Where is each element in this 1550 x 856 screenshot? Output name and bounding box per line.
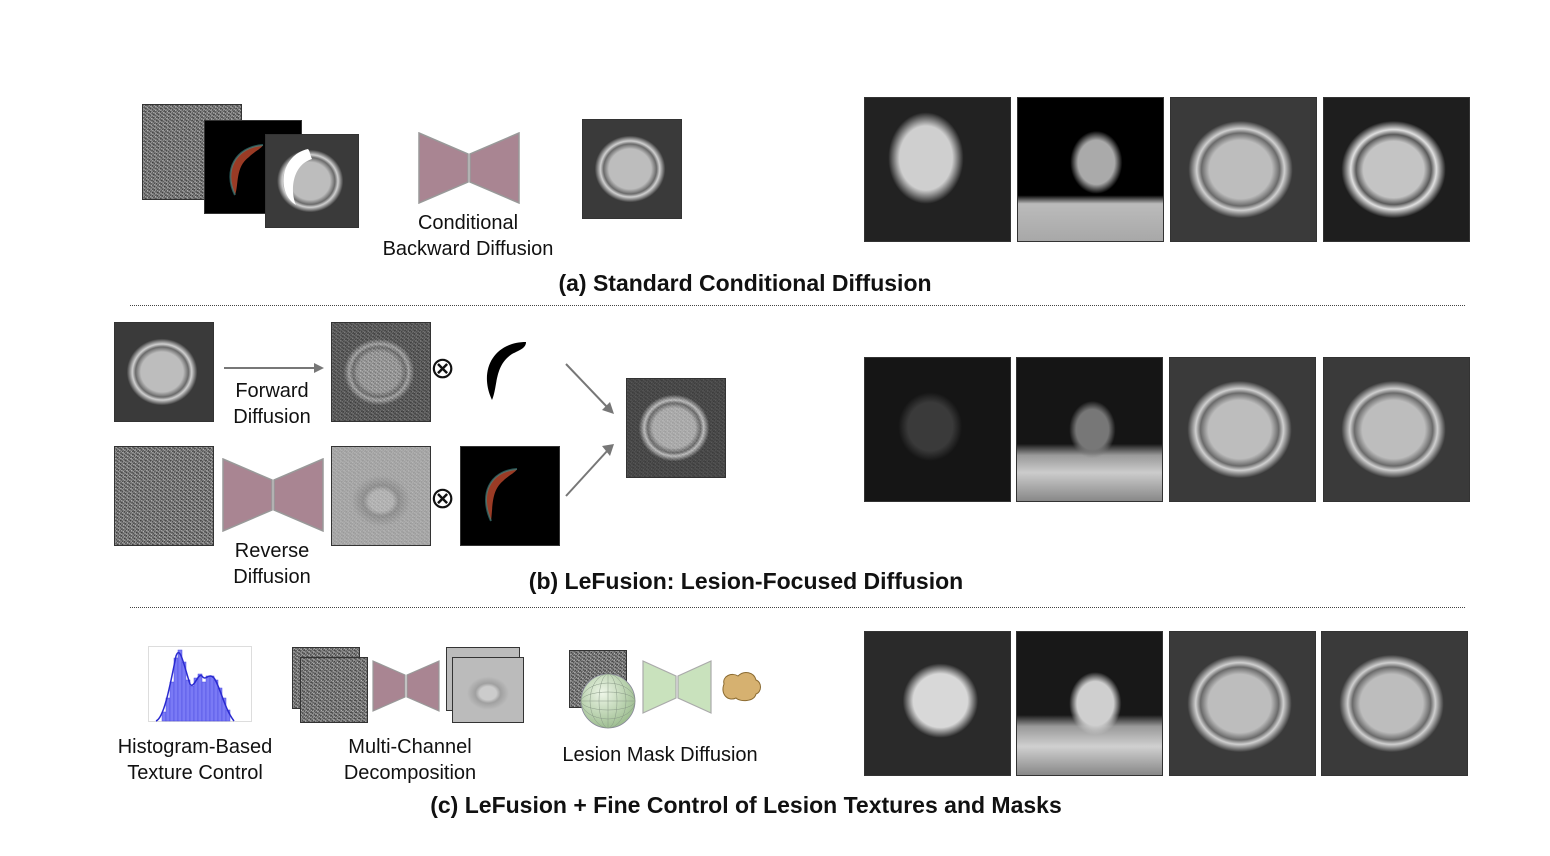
result-image-11 bbox=[1169, 631, 1316, 776]
panel-b-title: (b) LeFusion: Lesion-Focused Diffusion bbox=[528, 568, 964, 594]
reverse-noise-image bbox=[114, 446, 214, 546]
white-mask-overlay-icon bbox=[283, 149, 312, 205]
merged-output-image bbox=[626, 378, 726, 478]
mesh-sphere-icon bbox=[580, 673, 636, 729]
multichannel-label-line1: Multi-Channel bbox=[348, 736, 472, 758]
multichannel-unet-icon bbox=[372, 660, 440, 712]
noised-mri-image bbox=[331, 322, 431, 422]
output-image bbox=[582, 119, 682, 219]
otimes-symbol-bottom: ⊗ bbox=[430, 482, 456, 515]
otimes-symbol-top: ⊗ bbox=[430, 352, 456, 385]
histogram-icon bbox=[148, 646, 252, 722]
colored-lesion-icon bbox=[485, 468, 518, 522]
unet-label-line1: Conditional bbox=[417, 212, 519, 234]
result-image-10 bbox=[1016, 631, 1163, 776]
panel-a-title: (a) Standard Conditional Diffusion bbox=[558, 270, 932, 296]
result-image-9 bbox=[864, 631, 1011, 776]
reverse-label-line1: Reverse bbox=[234, 540, 310, 562]
multichannel-label-line2: Decomposition bbox=[343, 762, 477, 784]
forward-arrow-icon bbox=[224, 363, 324, 373]
histogram-label-line2: Texture Control bbox=[127, 762, 263, 784]
lesion-blob-icon bbox=[722, 672, 761, 702]
reverse-output-image bbox=[331, 446, 431, 546]
result-image-3 bbox=[1170, 97, 1317, 242]
colored-lesion-mask-image bbox=[460, 446, 560, 546]
reverse-label-line2: Diffusion bbox=[233, 566, 311, 588]
separator-1 bbox=[130, 305, 1465, 306]
merge-arrow-bottom-icon bbox=[565, 444, 614, 497]
multichannel-noise-front bbox=[300, 657, 368, 723]
mask-unet-icon bbox=[642, 660, 712, 714]
lesion-crescent-icon bbox=[229, 144, 264, 196]
source-mri-image bbox=[114, 322, 214, 422]
result-image-2 bbox=[1017, 97, 1164, 242]
result-image-4 bbox=[1323, 97, 1470, 242]
separator-2 bbox=[130, 607, 1465, 608]
histogram-label-line1: Histogram-Based bbox=[117, 736, 273, 758]
forward-label-line1: Forward bbox=[235, 380, 309, 402]
multichannel-output-front bbox=[452, 657, 524, 723]
result-image-6 bbox=[1016, 357, 1163, 502]
result-image-1 bbox=[864, 97, 1011, 242]
conditional-unet-icon bbox=[418, 132, 520, 204]
panel-c-title: (c) LeFusion + Fine Control of Lesion Te… bbox=[430, 792, 1062, 818]
unet-label-line2: Backward Diffusion bbox=[382, 238, 554, 260]
merge-arrow-top-icon bbox=[565, 363, 614, 414]
reverse-unet-icon bbox=[222, 458, 324, 532]
result-image-12 bbox=[1321, 631, 1468, 776]
result-image-7 bbox=[1169, 357, 1316, 502]
mask-label: Lesion Mask Diffusion bbox=[562, 744, 758, 766]
forward-label-line2: Diffusion bbox=[233, 406, 311, 428]
mri-with-mask-image bbox=[265, 134, 359, 228]
result-image-8 bbox=[1323, 357, 1470, 502]
black-lesion-mask-icon bbox=[486, 342, 526, 400]
result-image-5 bbox=[864, 357, 1011, 502]
